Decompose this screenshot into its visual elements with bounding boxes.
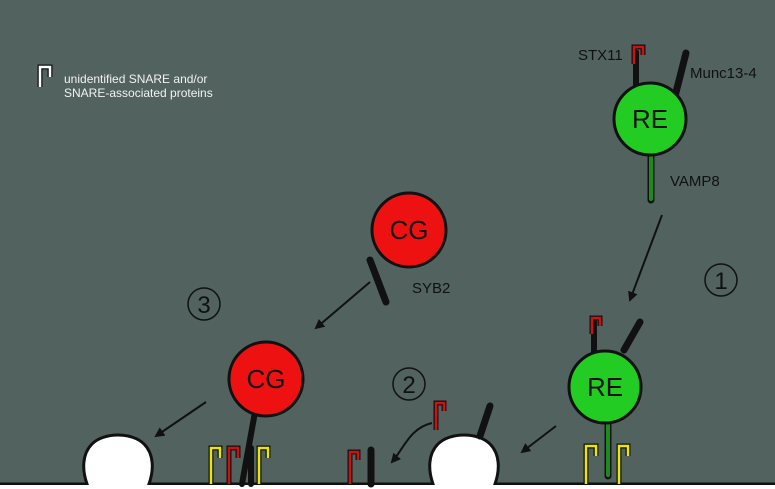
syb2-label: SYB2 xyxy=(412,280,450,297)
re-label-top: RE xyxy=(632,104,668,134)
legend-snare-icon xyxy=(37,64,53,87)
yellow-snare-left xyxy=(583,443,599,484)
legend: unidentified SNARE and/or SNARE-associat… xyxy=(37,64,213,100)
re-vesicle-docked: RE xyxy=(567,315,644,484)
step3-number: 3 xyxy=(197,292,210,319)
step1-arrow xyxy=(628,214,663,302)
fused-pit-proteins xyxy=(433,400,494,440)
cg-to-pit-arrow xyxy=(154,401,207,438)
step2-arrow xyxy=(390,422,433,464)
step1-number: 1 xyxy=(714,268,727,295)
cg-label-top: CG xyxy=(390,215,429,245)
re-vesicle-top-body xyxy=(612,81,688,157)
vamp8-label: VAMP8 xyxy=(670,173,720,190)
re-vesicle-top: RE xyxy=(612,44,690,204)
plasma-membrane xyxy=(0,433,775,489)
syb2-bar xyxy=(366,256,390,306)
cg-vesicle-top: CG xyxy=(366,191,448,306)
legend-text-line2: SNARE-associated proteins xyxy=(64,86,213,100)
recycled-proteins xyxy=(347,446,375,488)
re-label-docked: RE xyxy=(587,372,623,402)
legend-text-line1: unidentified SNARE and/or xyxy=(64,72,207,86)
cg-vesicle-docked: CG xyxy=(208,340,305,487)
stx11-label: STX11 xyxy=(578,47,623,64)
munc13-4-label: Munc13-4 xyxy=(690,65,757,82)
cg-label-docked: CG xyxy=(247,364,286,394)
re-to-pit-arrow xyxy=(520,425,557,454)
step3-arrow xyxy=(314,281,371,330)
step2-number: 2 xyxy=(402,372,415,399)
yellow-snare-right xyxy=(616,443,631,484)
